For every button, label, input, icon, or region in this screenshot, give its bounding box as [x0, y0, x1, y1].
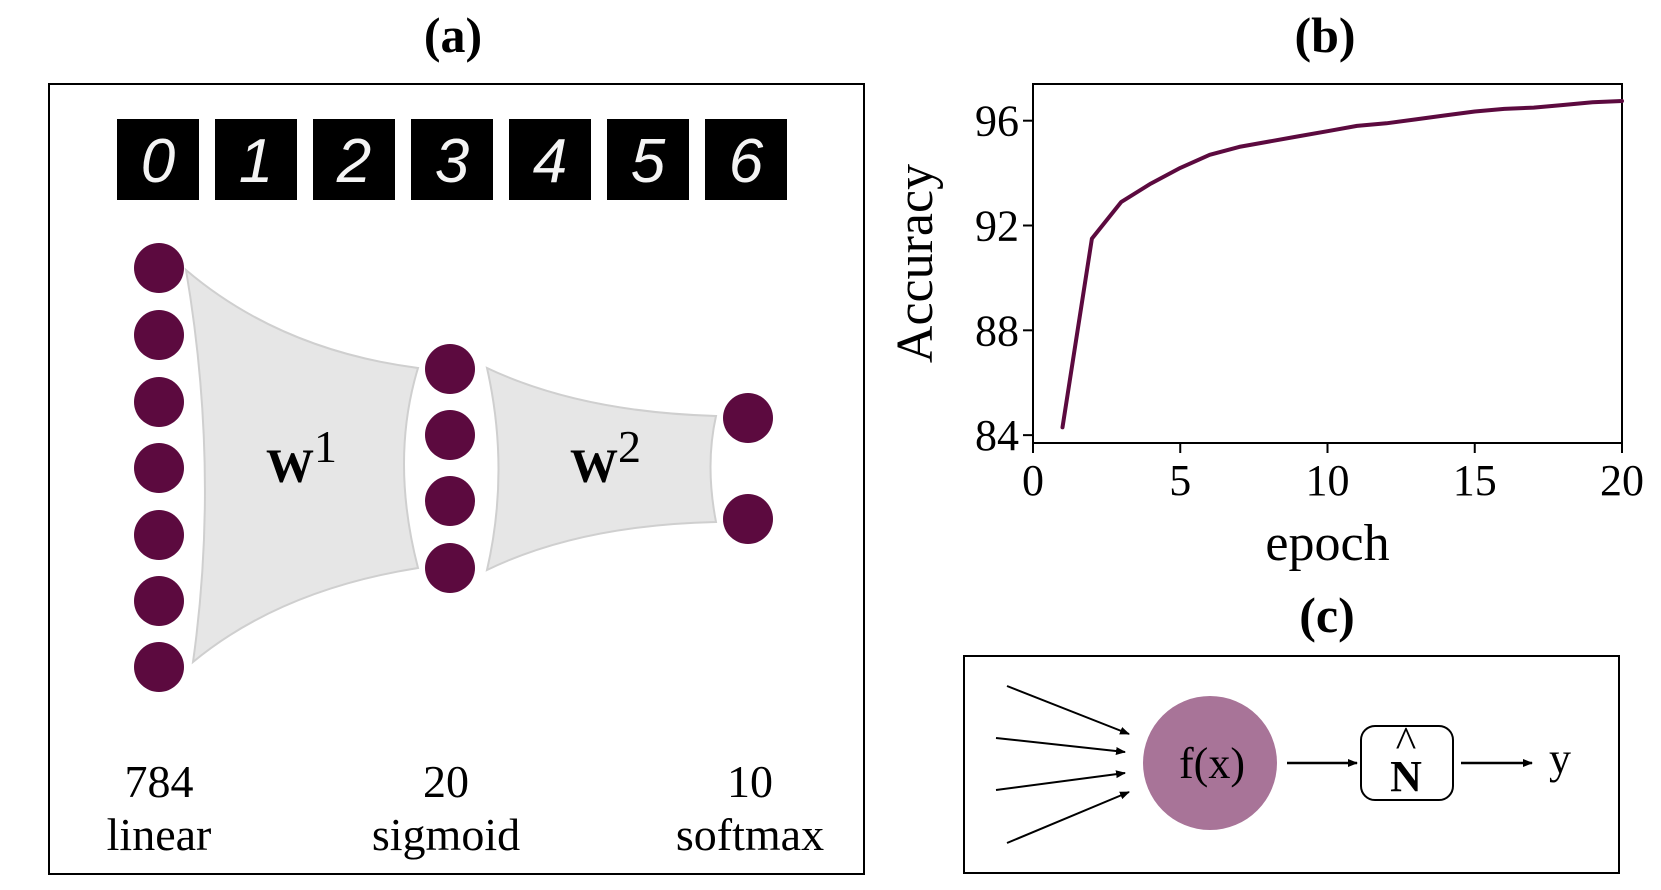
node [134, 443, 184, 493]
accuracy-series-line [1060, 99, 1624, 430]
weight-1-label: W1 [266, 421, 337, 493]
digit-tile: 1 [215, 119, 297, 200]
weight-1-symbol: W [266, 440, 314, 493]
weight-2-symbol: W [570, 440, 618, 493]
input-arrow [1006, 685, 1130, 735]
neuron-body [1143, 696, 1277, 830]
node [134, 310, 184, 360]
noise-hat: ^ [1396, 718, 1417, 767]
y-tick-label: 96 [975, 97, 1019, 146]
panel-c-frame [963, 655, 1620, 874]
node [134, 510, 184, 560]
digit-label: 5 [631, 127, 666, 196]
node [134, 377, 184, 427]
weight-region-1 [184, 267, 420, 665]
plot-frame [1032, 83, 1623, 444]
noise-symbol: N [1390, 752, 1422, 801]
x-tick-label: 10 [1306, 456, 1350, 505]
output-layer-nodes [723, 393, 773, 544]
node [425, 476, 475, 526]
weight-region-2 [485, 366, 718, 572]
node [134, 576, 184, 626]
digit-tile: 5 [607, 119, 689, 200]
input-arrow [995, 770, 1126, 791]
digit-tile: 3 [411, 119, 493, 200]
digit-label: 6 [729, 127, 764, 196]
input-arrow [995, 737, 1126, 756]
digit-strip: 0 1 2 3 4 5 6 [117, 119, 787, 200]
node [425, 410, 475, 460]
node [723, 494, 773, 544]
panel-a-title: (a) [424, 7, 482, 63]
digit-label: 1 [239, 127, 273, 196]
input-arrow [1006, 791, 1130, 844]
input-layer-nodes [134, 243, 184, 692]
accuracy-chart: 0 5 10 15 20 84 88 92 96 epoch Accuracy [887, 83, 1644, 572]
weight-2-superscript: 2 [618, 421, 641, 472]
layer-1-activation: linear [107, 809, 212, 860]
digit-tile: 2 [313, 119, 395, 200]
panel-a-frame [48, 83, 865, 875]
panel-c-title: (c) [1299, 587, 1355, 643]
digit-tile: 6 [705, 119, 787, 200]
layer-2-size: 20 [423, 756, 469, 807]
layer-1-size: 784 [125, 756, 194, 807]
digit-label: 0 [141, 127, 175, 196]
x-tick-label: 15 [1453, 456, 1497, 505]
node [723, 393, 773, 443]
input-arrows [995, 685, 1130, 844]
digit-label: 4 [533, 127, 567, 196]
layer-3-size: 10 [727, 756, 773, 807]
weight-2-label: W2 [570, 421, 641, 493]
weight-1-superscript: 1 [314, 421, 337, 472]
y-axis-label: Accuracy [887, 164, 944, 363]
node [425, 344, 475, 394]
node [425, 543, 475, 593]
digit-tile: 4 [509, 119, 591, 200]
x-axis-label: epoch [1265, 515, 1389, 572]
y-tick-label: 88 [975, 306, 1019, 355]
x-tick-label: 20 [1600, 456, 1644, 505]
y-tick-label: 84 [975, 411, 1019, 460]
node [134, 243, 184, 293]
digit-label: 2 [336, 127, 371, 196]
y-tick-label: 92 [975, 202, 1019, 251]
digit-label: 3 [435, 127, 469, 196]
output-label: y [1549, 734, 1571, 783]
x-tick-label: 5 [1169, 456, 1191, 505]
layer-2-activation: sigmoid [372, 809, 520, 860]
neuron-function-label: f(x) [1179, 739, 1245, 788]
panel-b-title: (b) [1294, 7, 1355, 63]
node [134, 642, 184, 692]
hidden-layer-nodes [425, 344, 475, 593]
x-tick-label: 0 [1022, 456, 1044, 505]
layer-3-activation: softmax [676, 809, 824, 860]
digit-tile: 0 [117, 119, 199, 200]
noise-box [1360, 725, 1454, 801]
